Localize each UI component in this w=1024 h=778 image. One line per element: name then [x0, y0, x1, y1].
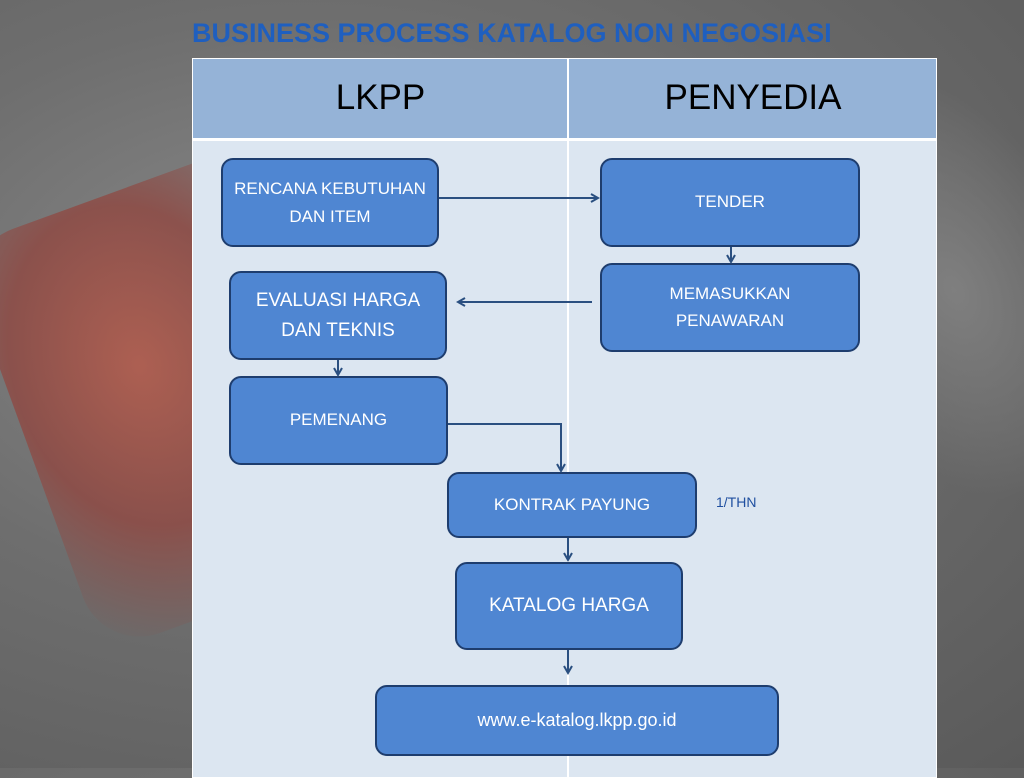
node-katalog-harga: KATALOG HARGA	[455, 562, 683, 650]
kontrak-period-label: 1/THN	[716, 494, 757, 510]
node-rencana-kebutuhan: RENCANA KEBUTUHAN DAN ITEM	[221, 158, 439, 247]
column-header-lkpp: LKPP	[335, 78, 426, 117]
page-title: BUSINESS PROCESS KATALOG NON NEGOSIASI	[192, 18, 832, 48]
node-website: www.e-katalog.lkpp.go.id	[375, 685, 779, 756]
node-tender: TENDER	[600, 158, 860, 247]
node-evaluasi-harga: EVALUASI HARGA DAN TEKNIS	[229, 271, 447, 360]
swimlane-header-row: LKPP PENYEDIA	[193, 59, 936, 141]
node-kontrak-payung: KONTRAK PAYUNG	[447, 472, 697, 538]
column-divider	[567, 59, 569, 777]
node-pemenang: PEMENANG	[229, 376, 448, 465]
column-header-penyedia: PENYEDIA	[664, 78, 842, 117]
node-memasukkan-penawaran: MEMASUKKAN PENAWARAN	[600, 263, 860, 352]
